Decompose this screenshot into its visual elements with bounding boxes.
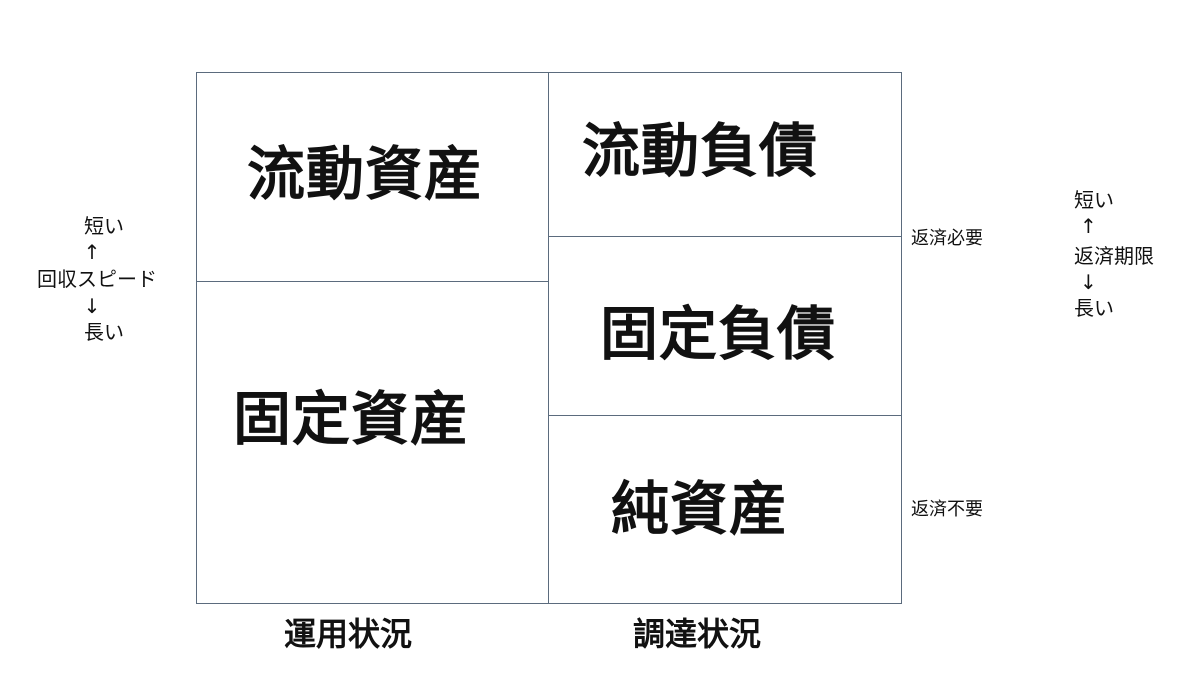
fixed-assets-box [196, 281, 550, 604]
right-axis-down-arrow: ↓ [1080, 270, 1097, 294]
left-axis-down-arrow: ↓ [83, 294, 101, 318]
right-axis-top-label: 短い [1074, 188, 1114, 212]
right-axis-label: 返済期限 [1074, 244, 1154, 268]
current-assets-label: 流動資産 [247, 140, 484, 208]
current-liabilities-label: 流動負債 [582, 117, 819, 185]
left-axis-top-label: 短い [84, 214, 124, 238]
operation-status-label: 運用状況 [284, 615, 413, 653]
fixed-liabilities-box [548, 236, 902, 417]
left-axis-label: 回収スピード [37, 267, 157, 291]
net-assets-label: 純資産 [611, 475, 789, 543]
fixed-liabilities-label: 固定負債 [600, 300, 837, 368]
right-axis-up-arrow: ↑ [1080, 214, 1097, 238]
net-assets-box [548, 415, 902, 604]
fixed-assets-label: 固定資産 [233, 385, 470, 453]
procurement-status-label: 調達状況 [633, 615, 762, 653]
current-assets-box [196, 72, 550, 283]
repayment-required-note: 返済必要 [911, 228, 983, 249]
left-axis-bottom-label: 長い [84, 320, 124, 344]
repayment-not-required-note: 返済不要 [911, 499, 983, 520]
right-axis-bottom-label: 長い [1074, 296, 1114, 320]
left-axis-up-arrow: ↑ [83, 240, 101, 264]
